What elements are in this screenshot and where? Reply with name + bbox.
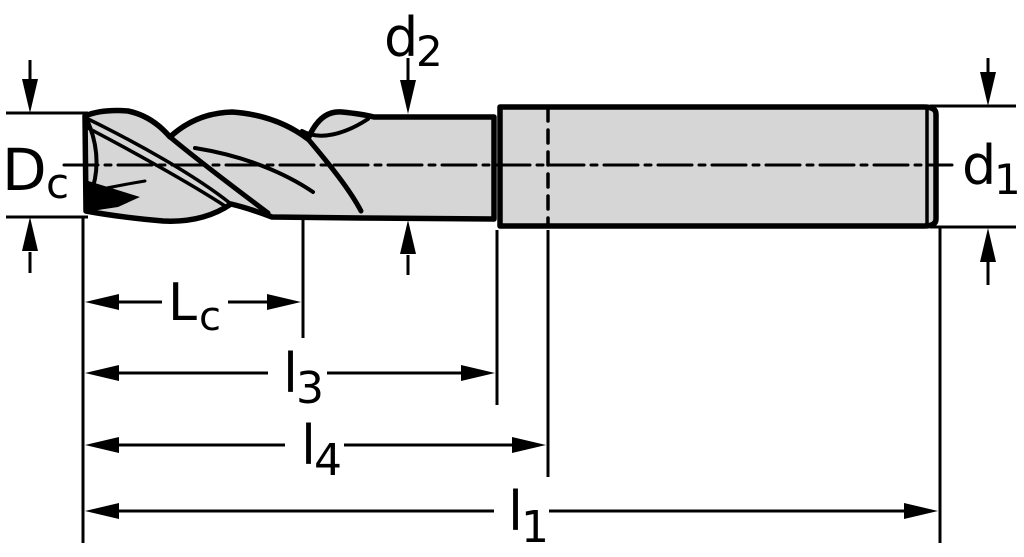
Dc-arrow-top-head xyxy=(22,79,38,113)
dimension-Lc: Lc xyxy=(85,273,301,340)
extension-lines xyxy=(81,217,942,543)
dim-label-Dc: Dc xyxy=(2,136,69,208)
tip-bottom-wedge xyxy=(85,180,140,212)
l1-arrow-left-head xyxy=(85,503,119,519)
tool-body xyxy=(62,104,954,229)
l3-arrow-left-head xyxy=(85,365,119,381)
dimension-d2: d2 xyxy=(384,6,443,275)
Lc-arrow-left-head xyxy=(85,294,119,310)
flute2-edge xyxy=(167,134,271,216)
l4-arrow-left-head xyxy=(85,437,119,453)
flute-runout-curve xyxy=(300,117,370,138)
l3-arrow-right-head xyxy=(461,365,495,381)
dim-label-l1: l1 xyxy=(508,480,549,553)
Lc-arrow-right-head xyxy=(267,294,301,310)
l1-arrow-right-head xyxy=(904,503,938,519)
d2-arrow-top-head xyxy=(400,80,416,114)
dim-label-l3: l3 xyxy=(283,342,324,414)
d2-arrow-bottom-head xyxy=(400,220,416,254)
flute-valley-line xyxy=(193,146,315,194)
dimension-l3: l3 xyxy=(85,342,495,414)
dim-label-l4: l4 xyxy=(301,414,342,486)
tip-bottom-line xyxy=(86,179,147,194)
flute1-edge-upper xyxy=(86,117,233,206)
dim-label-d2: d2 xyxy=(384,6,443,76)
dimension-l4: l4 xyxy=(85,414,546,486)
Dc-arrow-bottom-head xyxy=(22,217,38,251)
dim-label-d1: d1 xyxy=(962,134,1021,204)
d1-arrow-top-head xyxy=(980,72,996,106)
d1-arrow-bottom-head xyxy=(980,228,996,262)
helix-edge xyxy=(305,136,364,214)
dimension-Dc: Dc xyxy=(2,60,88,273)
dimension-d1: d1 xyxy=(930,58,1021,285)
dimension-l1: l1 xyxy=(85,480,938,553)
dim-label-Lc: Lc xyxy=(168,273,221,340)
l4-arrow-right-head xyxy=(512,437,546,453)
